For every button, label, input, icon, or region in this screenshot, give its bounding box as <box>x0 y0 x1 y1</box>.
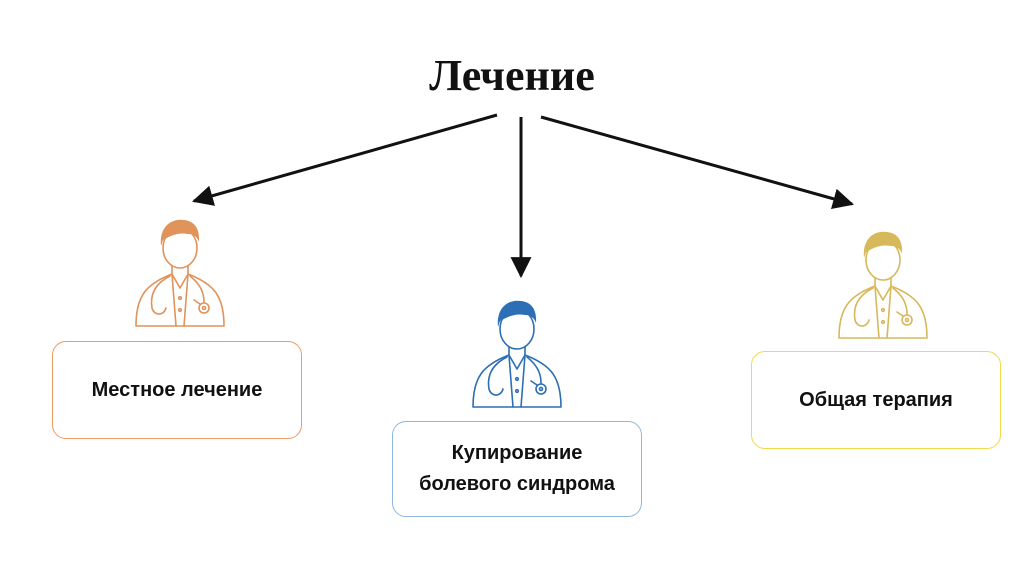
doctor-icon <box>472 300 562 408</box>
doctor-icon <box>135 219 225 327</box>
local-treatment-box: Местное лечение <box>52 341 302 439</box>
doctor-icon <box>838 231 928 339</box>
pain-relief-box: Купирование болевого синдрома <box>392 421 642 517</box>
diagram-title: Лечение <box>429 51 595 100</box>
arrow-to-local-treatment <box>191 113 498 206</box>
general-therapy-label: Общая терапия <box>799 388 953 411</box>
arrow-to-general-therapy <box>540 115 855 210</box>
pain-relief-label: Купирование болевого синдрома <box>419 442 615 495</box>
local-treatment-label: Местное лечение <box>91 378 263 401</box>
general-therapy-box: Общая терапия <box>751 351 1001 449</box>
